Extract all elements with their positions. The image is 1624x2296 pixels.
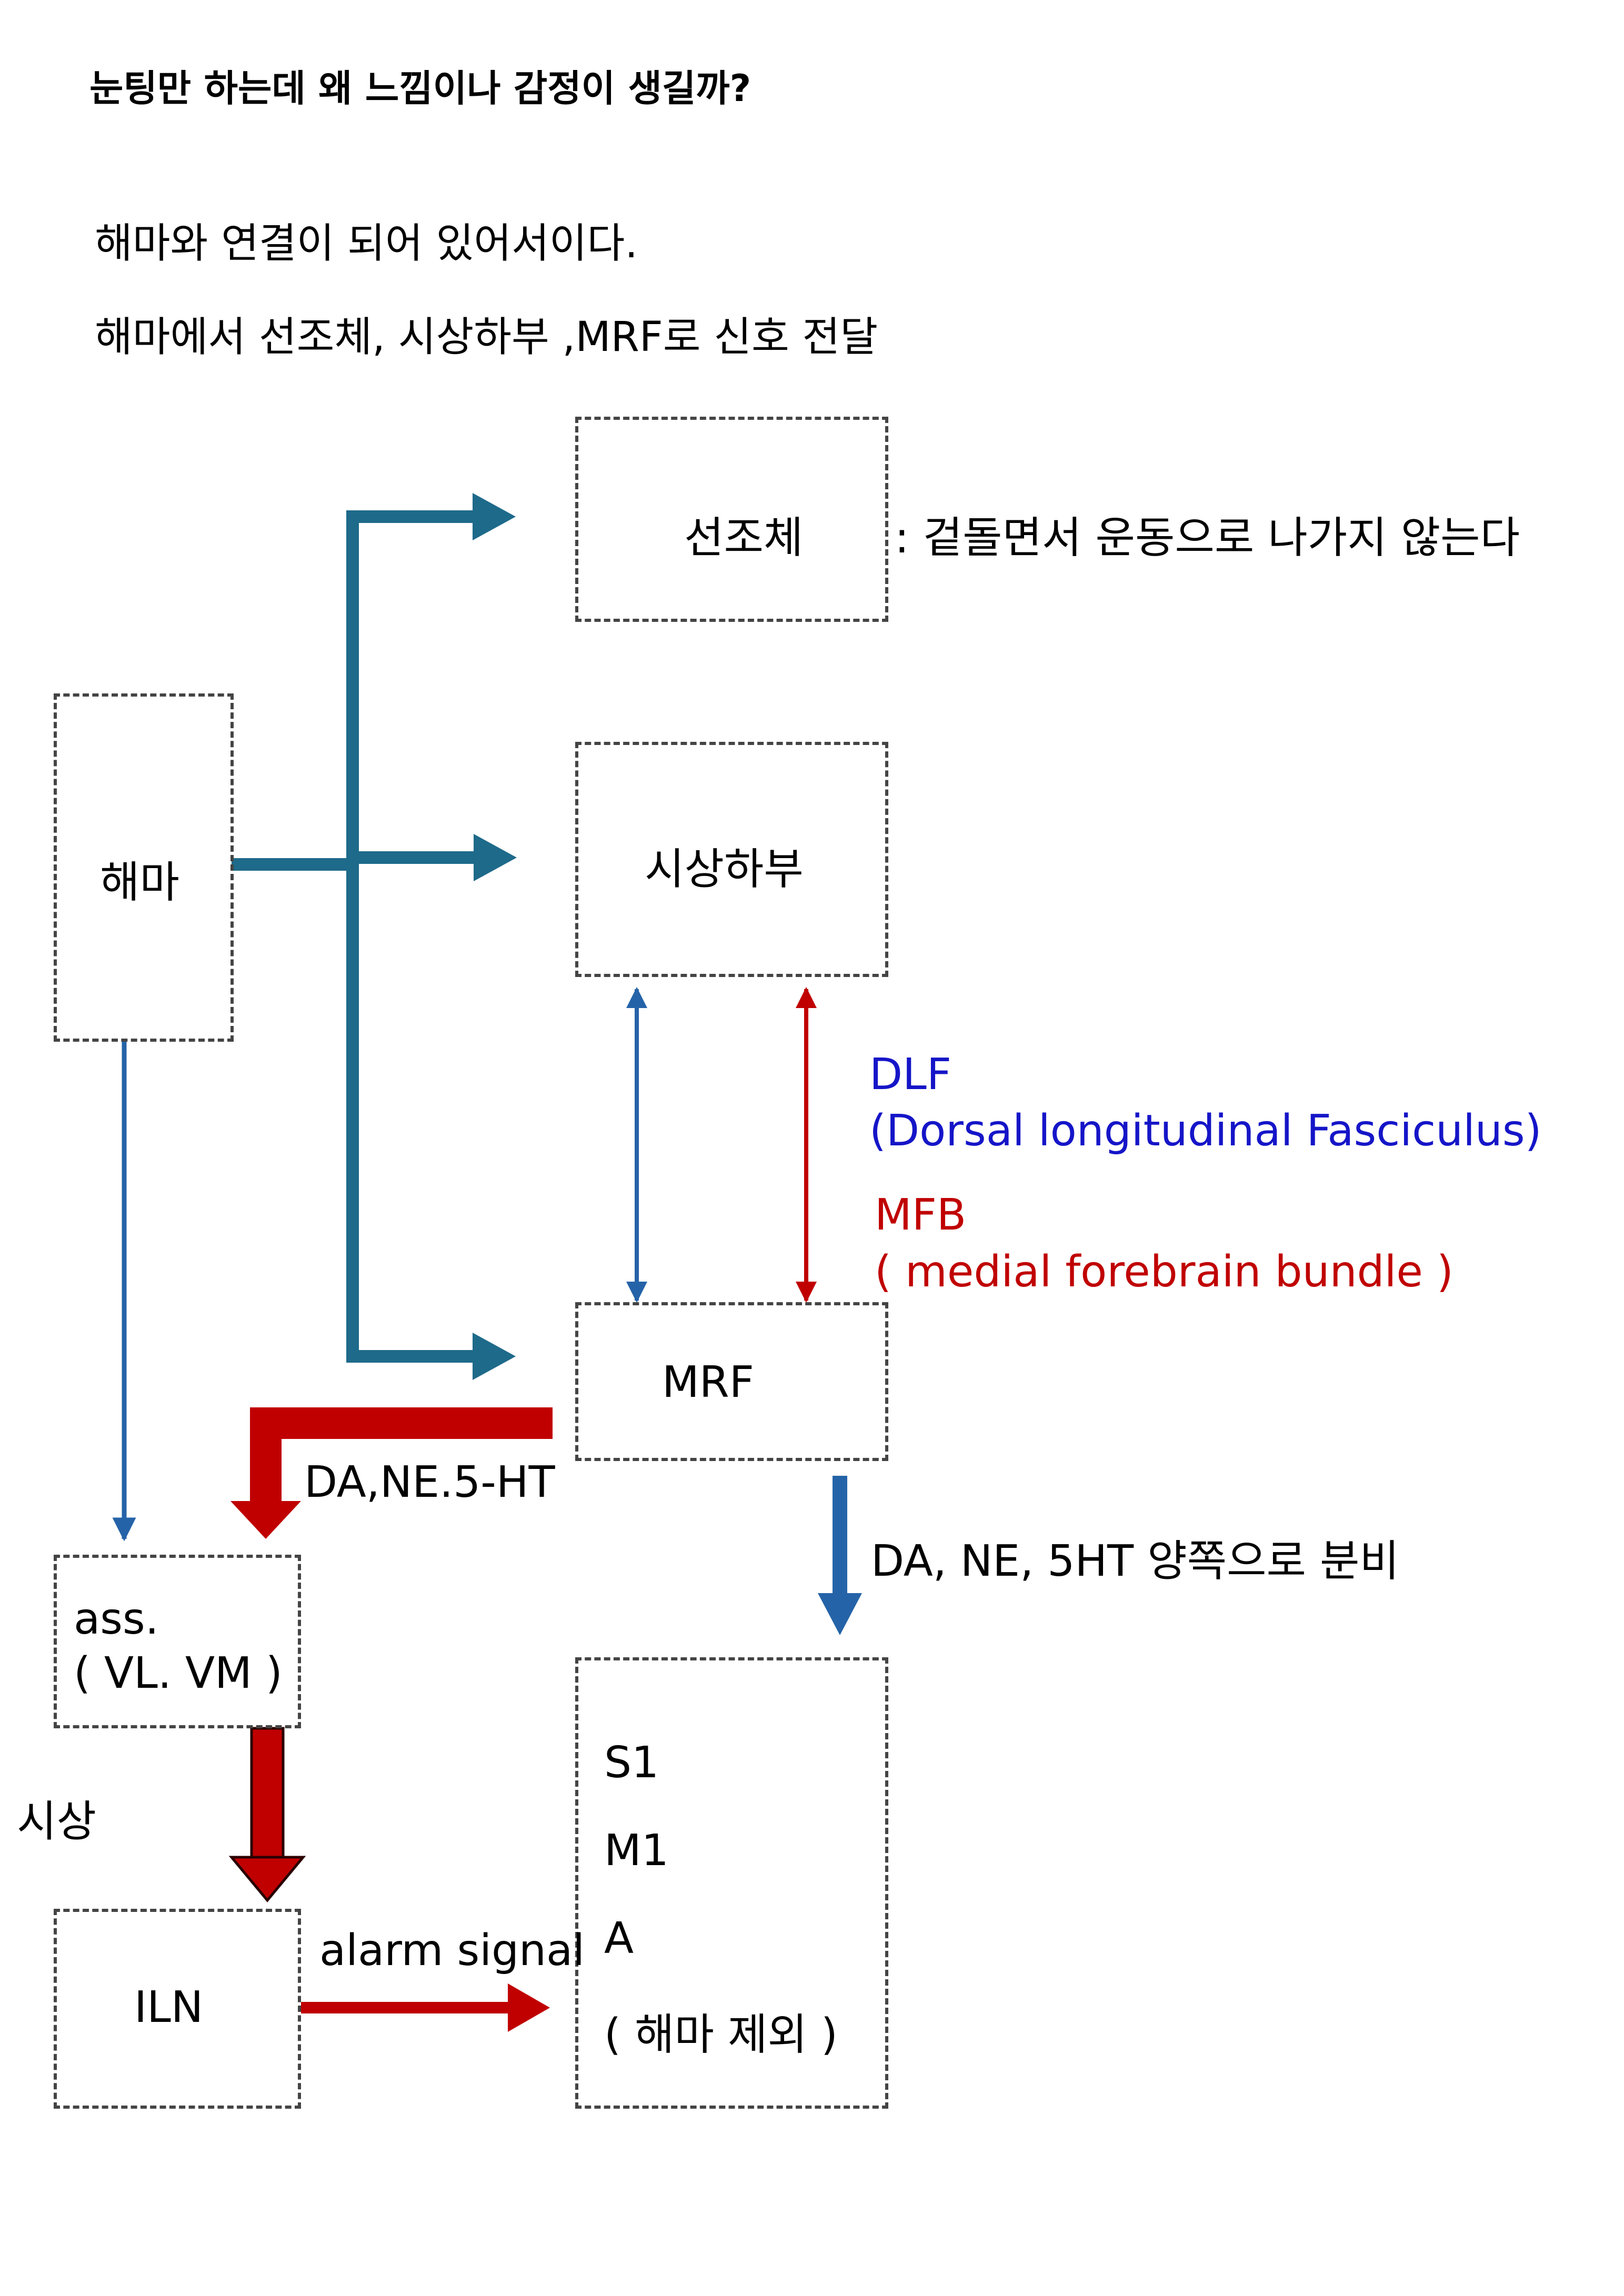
alarm-signal-arrow bbox=[301, 1983, 550, 2032]
intro-line-1: 해마와 연결이 되어 있어서이다. bbox=[95, 220, 638, 267]
mrf-to-cortex-arrow bbox=[818, 1476, 862, 1635]
ass-box bbox=[54, 1555, 301, 1728]
hypothalamus-box bbox=[575, 742, 888, 977]
striatum-box bbox=[575, 417, 888, 622]
arrowhead-to-hypothalamus bbox=[474, 834, 517, 881]
page-title: 눈팅만 하는데 왜 느낌이나 감정이 생길까? bbox=[89, 67, 751, 110]
arrowhead-to-striatum bbox=[473, 493, 516, 540]
mrf-label: MRF bbox=[662, 1357, 754, 1407]
striatum-label: 선조체 bbox=[684, 513, 804, 563]
iln-box bbox=[54, 1909, 301, 2109]
cortex-box bbox=[575, 1657, 888, 2109]
intro-line-2: 해마에서 선조체, 시상하부 ,MRF로 신호 전달 bbox=[95, 314, 878, 361]
hippocampus-box bbox=[54, 693, 234, 1042]
mfb-abbr-label: MFB bbox=[875, 1190, 967, 1240]
mrf-to-cortex-label: DA, NE, 5HT 양쪽으로 분비 bbox=[871, 1536, 1399, 1586]
mrf-to-ass-arrow bbox=[230, 1407, 553, 1539]
branch-line-to-hypothalamus bbox=[358, 851, 475, 864]
ass-label-line1: ass. bbox=[74, 1594, 159, 1644]
mrf-box bbox=[575, 1302, 888, 1461]
branch-vertical-trunk bbox=[346, 510, 359, 1363]
mfb-full-label: ( medial forebrain bundle ) bbox=[875, 1247, 1453, 1297]
branch-line-to-striatum bbox=[346, 510, 474, 523]
branch-stem-from-hippocampus bbox=[232, 858, 358, 871]
cortex-item-s1: S1 bbox=[604, 1738, 659, 1788]
hypothalamus-label: 시상하부 bbox=[645, 844, 804, 894]
dlf-full-label: (Dorsal longitudinal Fasciculus) bbox=[869, 1106, 1542, 1156]
iln-label: ILN bbox=[134, 1982, 204, 2032]
arrowhead-to-mrf bbox=[473, 1333, 516, 1380]
hippocampus-label: 해마 bbox=[100, 858, 179, 908]
branch-line-to-mrf bbox=[346, 1350, 474, 1363]
hippocampus-branch-arrows bbox=[232, 493, 517, 1380]
thalamus-label: 시상 bbox=[17, 1797, 96, 1847]
striatum-note: : 겉돌면서 운동으로 나가지 않는다 bbox=[895, 513, 1520, 563]
dlf-abbr-label: DLF bbox=[869, 1050, 951, 1100]
mrf-to-ass-label: DA,NE.5-HT bbox=[304, 1457, 555, 1507]
cortex-item-exclusion: ( 해마 제외 ) bbox=[604, 2010, 838, 2060]
cortex-item-a: A bbox=[604, 1914, 634, 1963]
ass-label-line2: ( VL. VM ) bbox=[74, 1648, 283, 1698]
alarm-signal-label: alarm signal bbox=[319, 1926, 585, 1976]
cortex-item-m1: M1 bbox=[604, 1826, 669, 1876]
ass-to-iln-arrow bbox=[228, 1727, 306, 1902]
